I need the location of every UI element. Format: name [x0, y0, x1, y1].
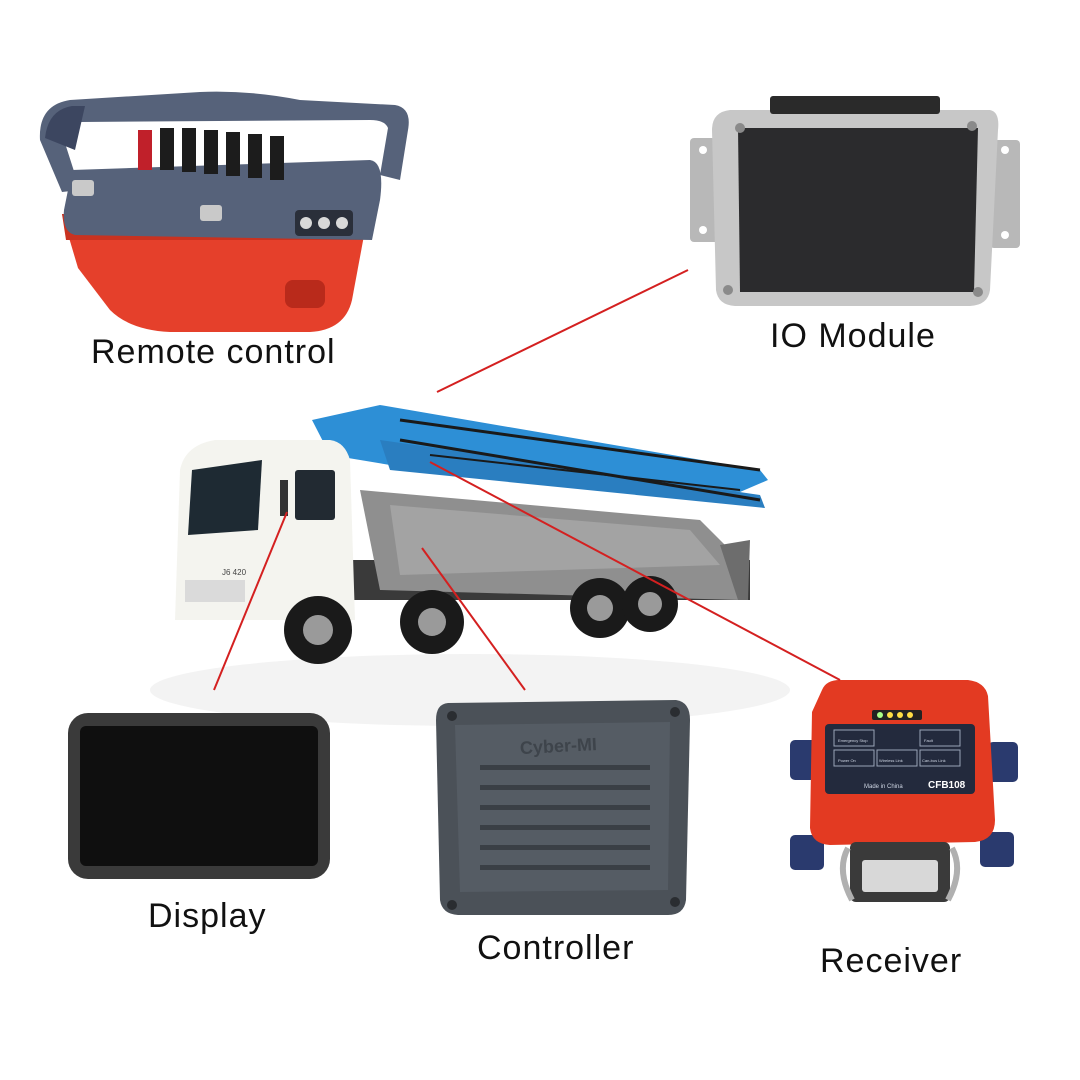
- connector-lines: [213, 269, 841, 691]
- receiver-image: Emergency Stop Fault Power On Wireless L…: [790, 680, 1018, 902]
- connector-line-controller: [421, 547, 526, 691]
- io-module-label: IO Module: [770, 317, 936, 355]
- controller-image: Cyber-MI: [436, 700, 690, 915]
- remote-control-image: [39, 91, 409, 332]
- controller-label: Controller: [477, 929, 635, 967]
- receiver-made-in-text: Made in China: [864, 784, 903, 790]
- receiver-cell-power: Power On: [838, 758, 856, 763]
- receiver-cell-wireless: Wireless Link: [879, 758, 903, 763]
- receiver-cell-estop: Emergency Stop: [838, 738, 868, 743]
- truck-model-text: J6 420: [222, 568, 247, 577]
- connector-line-display: [213, 511, 288, 691]
- controller-brand-text: Cyber-MI: [519, 734, 597, 758]
- concrete-pump-truck-image: J6 420: [150, 405, 790, 726]
- connector-line-io-module: [436, 269, 689, 393]
- remote-control-label: Remote control: [91, 333, 336, 371]
- connector-line-receiver: [429, 461, 841, 681]
- receiver-cell-fault: Fault: [924, 738, 934, 743]
- display-image: [68, 713, 330, 879]
- receiver-model-text: CFB108: [928, 780, 966, 791]
- display-label: Display: [148, 897, 267, 935]
- receiver-cell-canbus: Can-bus Link: [922, 758, 946, 763]
- io-module-image: [690, 96, 1020, 306]
- receiver-label: Receiver: [820, 942, 963, 980]
